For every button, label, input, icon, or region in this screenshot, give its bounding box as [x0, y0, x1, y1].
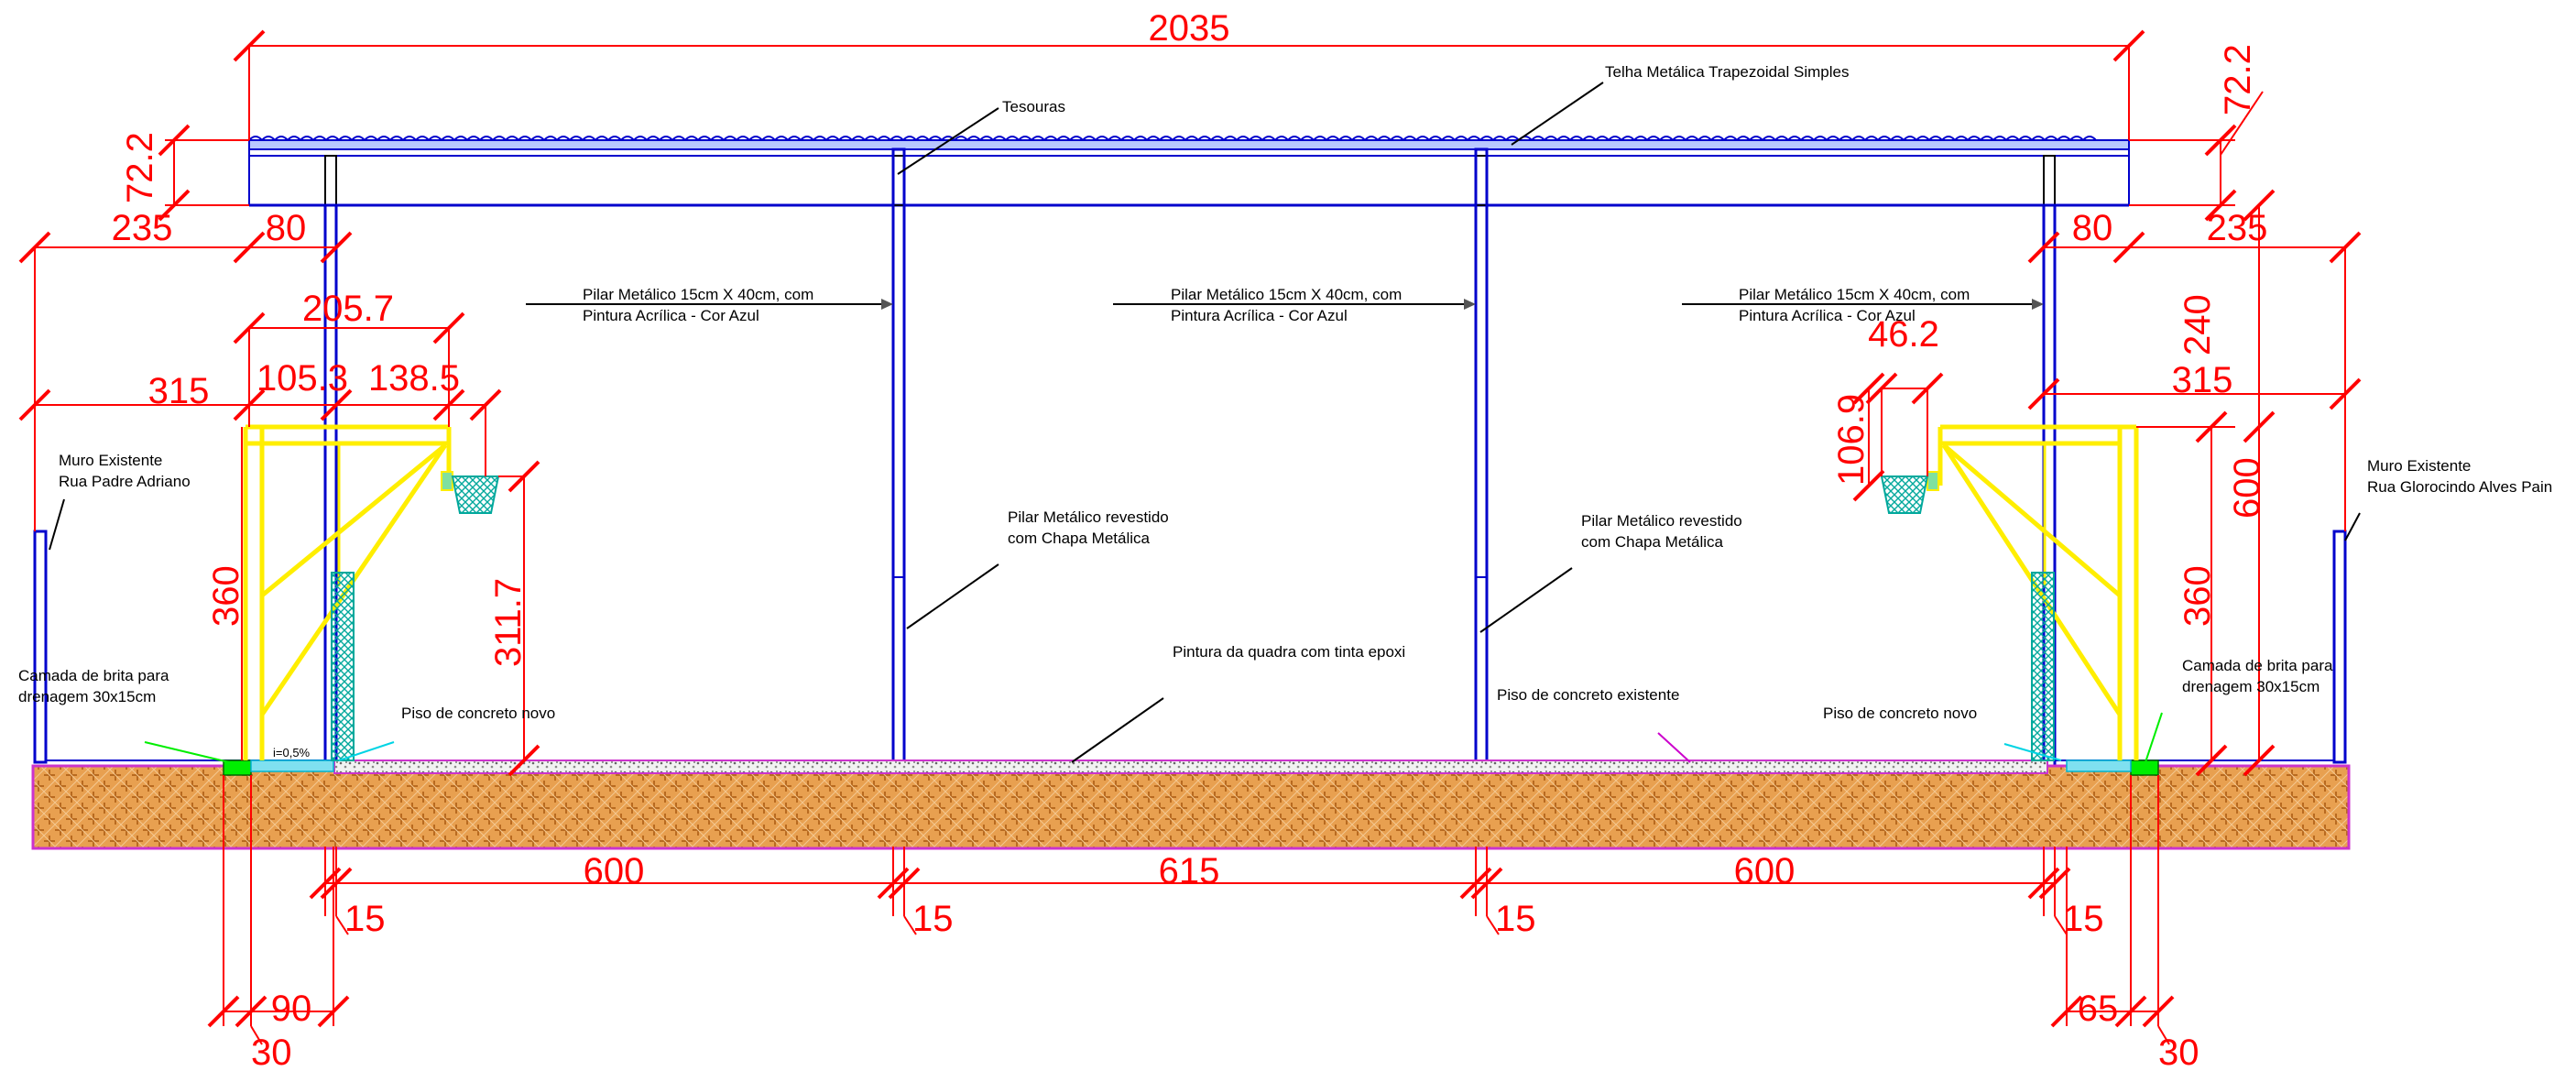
leader-gravel-left: [144, 741, 230, 763]
pole-net-left: [331, 572, 355, 761]
label-wall-left-b: Rua Padre Adriano: [59, 473, 191, 490]
dim-left-90: 90: [271, 989, 312, 1029]
backboard-right: [1927, 471, 1939, 491]
label-epoxy: Pintura da quadra com tinta epoxi: [1173, 643, 1405, 661]
dimension-lines: [18, 29, 2362, 1045]
dim-span-3: 600: [1734, 851, 1796, 891]
label-existing-floor: Piso de concreto existente: [1497, 686, 1679, 704]
dim-right-46-2: 46.2: [1868, 314, 1939, 355]
label-pillar-3b: Pintura Acrílica - Cor Azul: [1739, 307, 1916, 324]
roof-tile: [248, 139, 2130, 150]
dim-pillar-1: 15: [344, 899, 386, 939]
dim-pillar-4: 15: [2063, 899, 2104, 939]
dim-left-138-5: 138.5: [368, 358, 460, 399]
leader-lines: [49, 82, 2361, 763]
dim-right-235: 235: [2207, 208, 2268, 248]
dim-pillar-3: 15: [1495, 899, 1536, 939]
dim-right-65: 65: [2078, 989, 2119, 1029]
label-pillar-3a: Pilar Metálico 15cm X 40cm, com: [1739, 286, 1970, 303]
dim-left-30: 30: [251, 1033, 292, 1071]
leader-new-floor-left: [338, 741, 395, 761]
slope-left: [250, 760, 334, 772]
truss-post: [1475, 155, 1488, 206]
label-roof-tile: Telha Metálica Trapezoidal Simples: [1605, 63, 1849, 81]
dim-right-600: 600: [2227, 457, 2267, 519]
pillars: [323, 148, 2057, 848]
dim-right-80: 80: [2072, 208, 2113, 248]
leader-new-floor-right: [2003, 743, 2062, 761]
truss-post: [2043, 155, 2056, 206]
dim-right-106-9: 106.9: [1831, 394, 1872, 486]
dim-span-1: 600: [584, 851, 645, 891]
dim-right-240: 240: [2178, 294, 2218, 355]
hoop-net-left: [451, 475, 500, 514]
pole-net-right: [2031, 572, 2055, 761]
leader-existing-floor: [1657, 732, 1691, 763]
label-pillar-1a: Pilar Metálico 15cm X 40cm, com: [583, 286, 813, 303]
label-trusses: Tesouras: [1002, 98, 1065, 115]
label-new-floor-left: Piso de concreto novo: [401, 705, 555, 722]
dim-total-width: 2035: [1149, 8, 1230, 49]
dim-left-105-3: 105.3: [257, 358, 348, 399]
label-pillar-1b: Pintura Acrílica - Cor Azul: [583, 307, 759, 324]
dim-left-235: 235: [112, 208, 173, 248]
dim-left-360: 360: [206, 565, 246, 627]
soil-section: [31, 764, 2351, 850]
ground: [31, 760, 2351, 850]
truss-post: [892, 155, 905, 206]
label-clad-1a: Pilar Metálico revestido: [1008, 508, 1169, 526]
dim-left-80: 80: [266, 208, 307, 248]
label-pillar-2a: Pilar Metálico 15cm X 40cm, com: [1171, 286, 1402, 303]
dimension-texts: 2035 72.2 72.2 235 80 80 235 205.7 315 1…: [112, 8, 2268, 1071]
dim-pillar-2: 15: [912, 899, 954, 939]
truss-post: [324, 155, 337, 206]
dim-left-205-7: 205.7: [302, 289, 394, 329]
dim-span-2: 615: [1159, 851, 1220, 891]
dim-left-315: 315: [148, 371, 210, 411]
label-wall-left-a: Muro Existente: [59, 452, 162, 469]
label-gravel-left-b: drenagem 30x15cm: [18, 688, 156, 705]
drain-right: [2130, 760, 2159, 776]
label-pillar-2b: Pintura Acrílica - Cor Azul: [1171, 307, 1348, 324]
dim-right-360: 360: [2178, 565, 2218, 627]
label-gravel-right-b: drenagem 30x15cm: [2182, 678, 2319, 695]
dim-roof-height-right: 72.2: [2218, 44, 2258, 115]
basketball-hoop-right: [1927, 424, 2139, 760]
slope-right: [2066, 760, 2132, 772]
label-slope: i=0,5%: [273, 746, 311, 760]
dim-roof-height-left: 72.2: [120, 132, 160, 203]
pillar-2: [891, 148, 906, 848]
label-new-floor-right: Piso de concreto novo: [1823, 705, 1977, 722]
dim-left-311-7: 311.7: [488, 578, 529, 667]
label-gravel-right-a: Camada de brita para: [2182, 657, 2333, 674]
label-clad-1b: com Chapa Metálica: [1008, 530, 1151, 547]
label-wall-right-a: Muro Existente: [2367, 457, 2471, 475]
arrow-heads: [881, 299, 2044, 310]
label-clad-2b: com Chapa Metálica: [1581, 533, 1724, 551]
roof: [248, 136, 2130, 207]
annotation-texts: Telha Metálica Trapezoidal Simples Tesou…: [18, 63, 2552, 760]
label-clad-2a: Pilar Metálico revestido: [1581, 512, 1742, 530]
pillar-3: [1474, 148, 1489, 848]
dim-right-315: 315: [2172, 360, 2233, 400]
backboard-left: [441, 471, 453, 491]
wall-right: [2332, 530, 2347, 764]
leader-gravel-right: [2145, 712, 2163, 763]
dim-right-30: 30: [2158, 1033, 2199, 1071]
wall-left: [33, 530, 48, 764]
hoop-net-right: [1880, 475, 1929, 514]
label-wall-right-b: Rua Glorocindo Alves Pain: [2367, 478, 2552, 496]
label-gravel-left-a: Camada de brita para: [18, 667, 169, 684]
court-floor-gravel: [333, 760, 2048, 774]
